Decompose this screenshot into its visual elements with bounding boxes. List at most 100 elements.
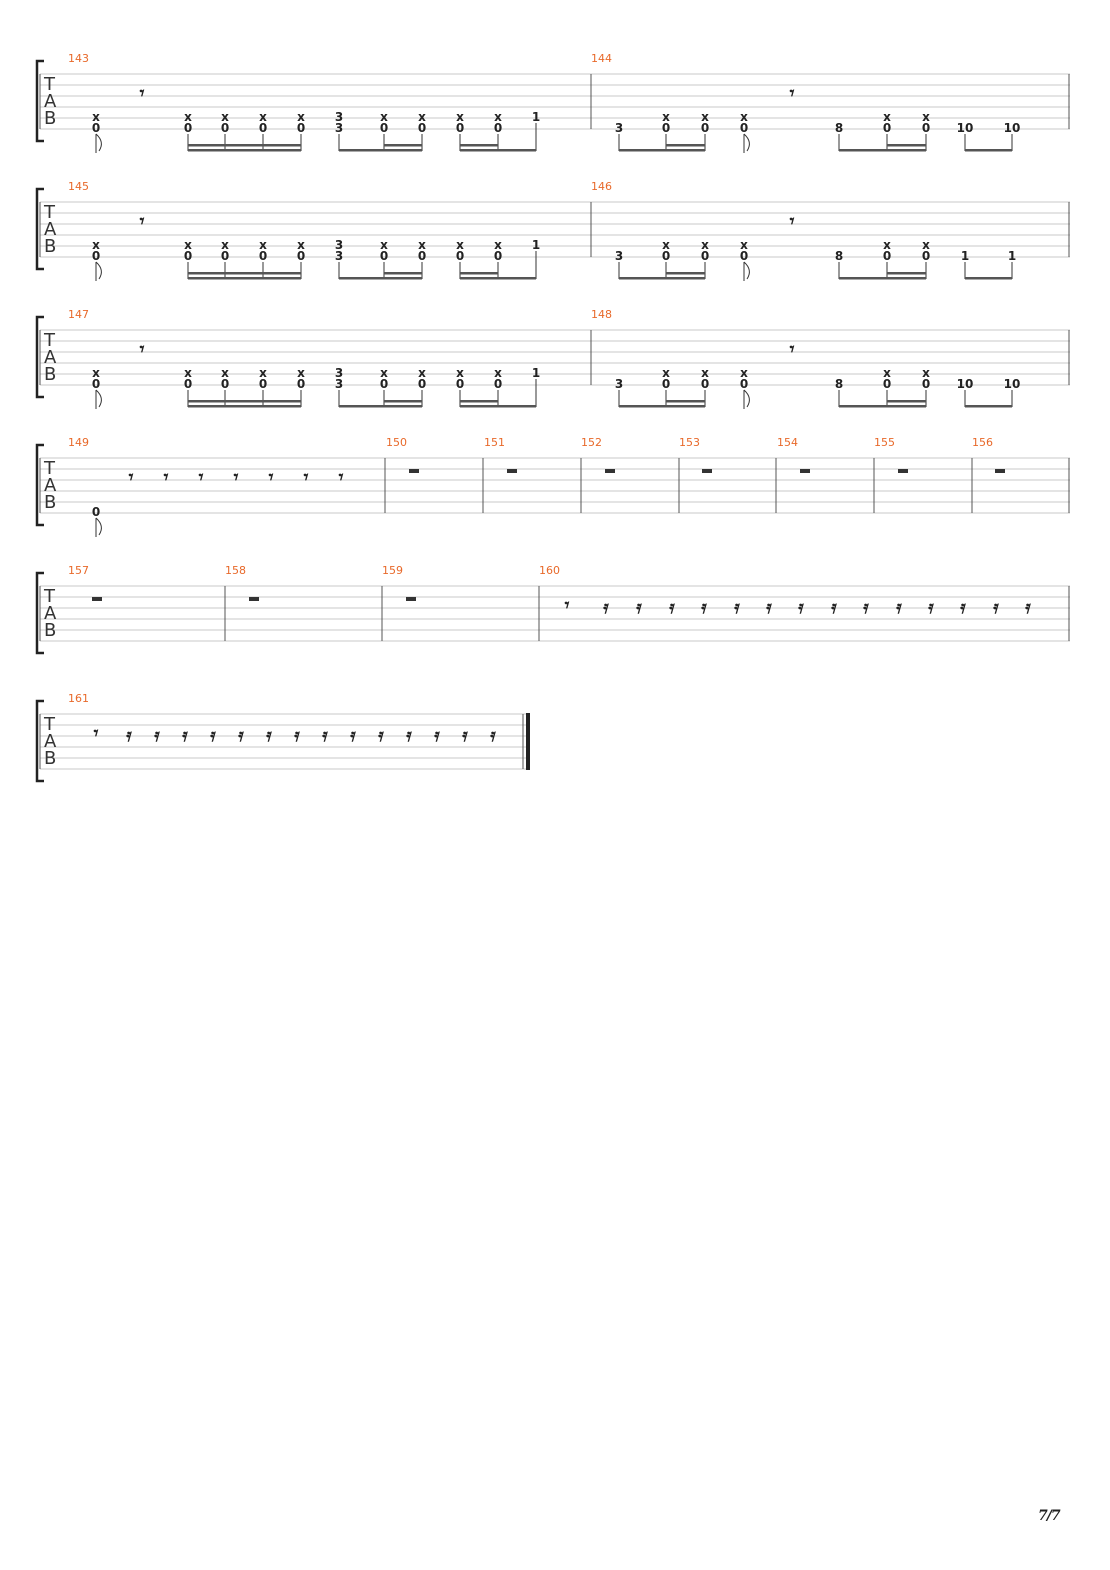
fret-number: x (418, 366, 426, 380)
fret-number: 0 (297, 249, 305, 263)
eighth-rest: 𝄾 (94, 723, 99, 744)
bar-160-rests: 𝄾 𝄿 𝄿 𝄿 𝄿 𝄿 𝄿 𝄿 𝄿 𝄿 𝄿 𝄿 𝄿 𝄿 𝄿 (565, 595, 1032, 618)
measure-number: 160 (539, 564, 560, 577)
system-bracket (35, 443, 44, 527)
fret-number: x (297, 238, 305, 252)
tab-clef-b: B (44, 492, 56, 513)
fret-number: x (701, 110, 709, 124)
measure-number: 147 (68, 308, 89, 321)
sixteenth-rest: 𝄿 (350, 725, 356, 746)
fret-number: 10 (957, 121, 974, 135)
fret-number: 0 (494, 377, 502, 391)
sixteenth-rest: 𝄿 (238, 725, 244, 746)
fret-number: 0 (221, 249, 229, 263)
measure-number: 143 (68, 52, 89, 65)
barlines (39, 330, 1070, 385)
fret-number: 0 (883, 121, 891, 135)
eighth-rest: 𝄾 (140, 211, 145, 232)
fret-number: 0 (92, 249, 100, 263)
fret-number: 0 (883, 249, 891, 263)
bar-143-notes: x 0 𝄾 x 0 x 0 x 0 x 0 3 3 x 0 x 0 x 0 x … (92, 83, 540, 135)
bar-146-notes: 3 x 0 x 0 x 0 𝄾 8 x 0 x 0 1 1 (615, 211, 1016, 263)
tab-staff-lines (40, 457, 1070, 514)
half-rest (409, 469, 419, 473)
fret-number: 10 (1004, 121, 1021, 135)
fret-number: 3 (615, 377, 623, 391)
tab-staff-lines (40, 73, 1070, 130)
eighth-rest: 𝄾 (304, 467, 309, 488)
fret-number: x (883, 110, 891, 124)
tab-staff-lines (40, 713, 527, 770)
sixteenth-rest: 𝄿 (490, 725, 496, 746)
fret-number: x (494, 366, 502, 380)
fret-number: x (456, 238, 464, 252)
bar-161-rests: 𝄾 𝄿 𝄿 𝄿 𝄿 𝄿 𝄿 𝄿 𝄿 𝄿 𝄿 𝄿 𝄿 𝄿 𝄿 (94, 723, 497, 746)
half-rests (92, 597, 416, 601)
fret-number: 0 (456, 121, 464, 135)
fret-number: 0 (297, 121, 305, 135)
bar-143-rhythm (95, 123, 537, 153)
sixteenth-rest: 𝄿 (294, 725, 300, 746)
measure-number: 155 (874, 436, 895, 449)
measure-number: 157 (68, 564, 89, 577)
fret-number: 1 (532, 238, 540, 252)
fret-number: 0 (456, 249, 464, 263)
fret-number: 0 (259, 249, 267, 263)
fret-number: x (883, 238, 891, 252)
sixteenth-rest: 𝄿 (798, 597, 804, 618)
tab-clef-b: B (44, 108, 56, 129)
fret-number: 0 (380, 121, 388, 135)
system-5: T A B 157 158 159 160 𝄾 𝄿 𝄿 𝄿 𝄿 𝄿 𝄿 𝄿 𝄿 … (35, 564, 1070, 655)
eighth-rest: 𝄾 (565, 595, 570, 616)
fret-number: 0 (922, 377, 930, 391)
sixteenth-rest: 𝄿 (734, 597, 740, 618)
fret-number: 0 (92, 377, 100, 391)
bar-145-notes: x 0 𝄾 x 0 x 0 x 0 x 0 3 3 x 0 x 0 x 0 x … (92, 211, 540, 263)
fret-number: 1 (532, 110, 540, 124)
eighth-rest: 𝄾 (269, 467, 274, 488)
measure-number: 158 (225, 564, 246, 577)
fret-number: x (494, 110, 502, 124)
measure-number: 148 (591, 308, 612, 321)
sixteenth-rest: 𝄿 (154, 725, 160, 746)
measure-number: 153 (679, 436, 700, 449)
fret-number: 3 (335, 121, 343, 135)
fret-number: x (184, 366, 192, 380)
sixteenth-rest: 𝄿 (182, 725, 188, 746)
fret-number: x (221, 238, 229, 252)
barlines (39, 586, 1070, 641)
fret-number: x (259, 238, 267, 252)
system-bracket (35, 699, 44, 783)
sixteenth-rest: 𝄿 (896, 597, 902, 618)
fret-number: 0 (380, 377, 388, 391)
fret-number: x (184, 110, 192, 124)
half-rest (995, 469, 1005, 473)
fret-number: x (380, 366, 388, 380)
tab-clef-b: B (44, 236, 56, 257)
barlines (39, 202, 1070, 257)
fret-number: x (922, 366, 930, 380)
eighth-rest: 𝄾 (234, 467, 239, 488)
fret-number: x (494, 238, 502, 252)
sixteenth-rest: 𝄿 (603, 597, 609, 618)
fret-number: 3 (615, 121, 623, 135)
tab-clef-a: A (44, 347, 57, 368)
fret-number: 0 (701, 121, 709, 135)
system-6: T A B 161 𝄾 𝄿 𝄿 𝄿 𝄿 𝄿 𝄿 𝄿 𝄿 𝄿 𝄿 𝄿 𝄿 𝄿 𝄿 (35, 692, 530, 783)
fret-number: 0 (701, 377, 709, 391)
tab-clef-a: A (44, 219, 57, 240)
eighth-rest: 𝄾 (140, 339, 145, 360)
page-number: 7/7 (1038, 1508, 1061, 1524)
fret-number: 3 (615, 249, 623, 263)
fret-number: x (662, 110, 670, 124)
sixteenth-rest: 𝄿 (266, 725, 272, 746)
barlines (39, 458, 1070, 513)
fret-number: x (883, 366, 891, 380)
fret-number: 0 (297, 377, 305, 391)
bar-148-rhythm (618, 389, 1013, 409)
fret-number: 0 (740, 377, 748, 391)
fret-number: x (740, 110, 748, 124)
measure-number: 156 (972, 436, 993, 449)
bar-145-rhythm (95, 251, 537, 281)
fret-number: 0 (883, 377, 891, 391)
